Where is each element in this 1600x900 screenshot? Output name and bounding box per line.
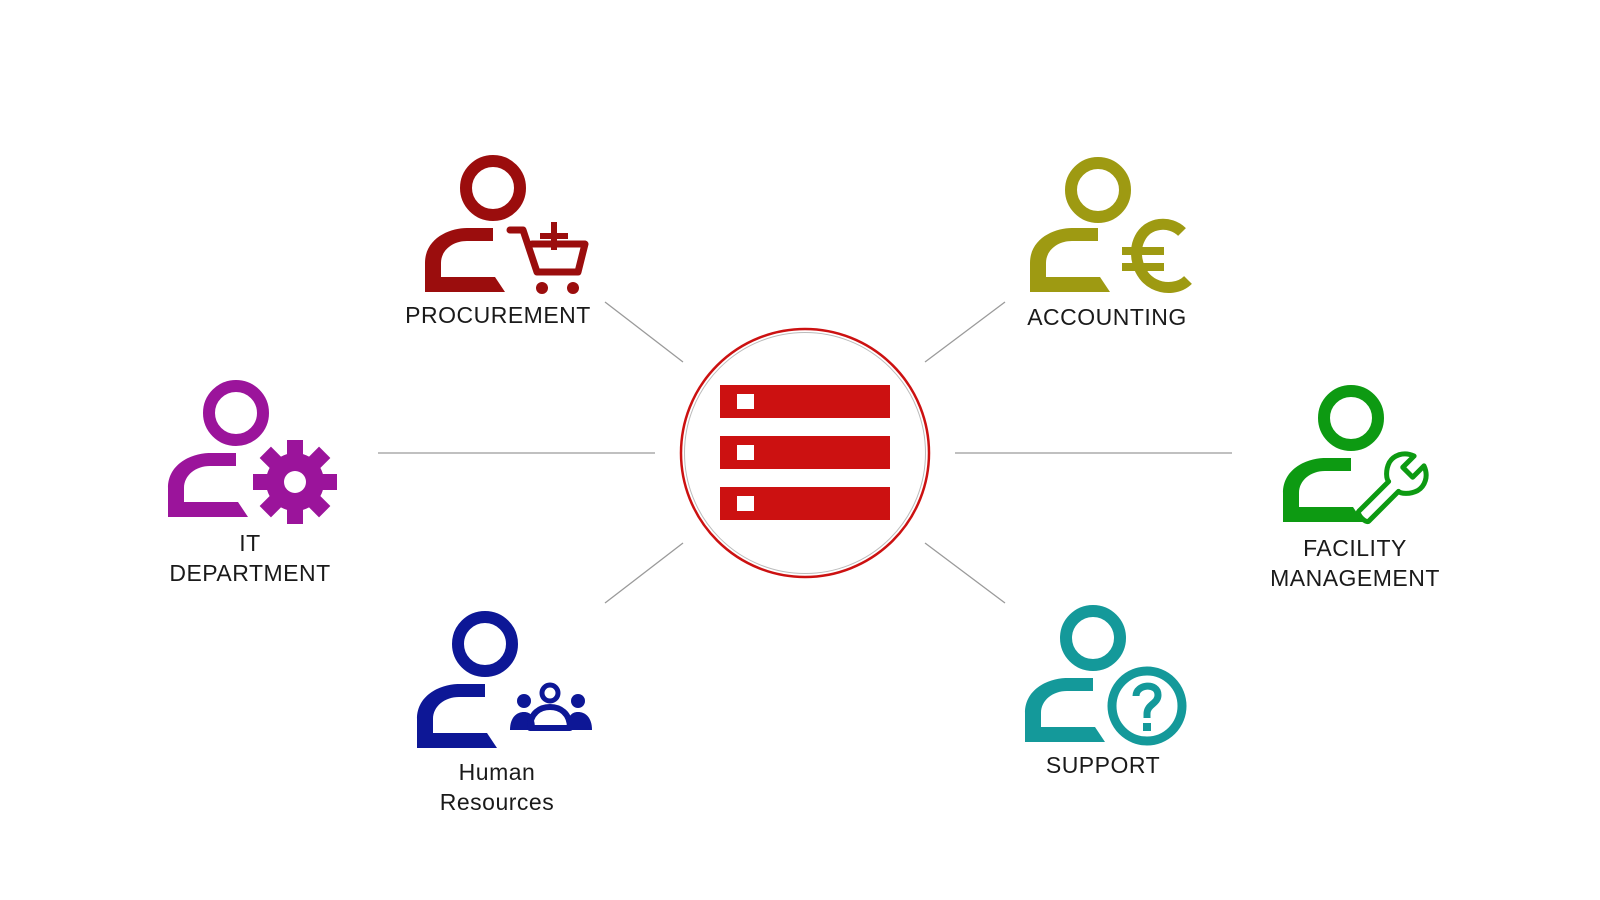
label-support: SUPPORT xyxy=(973,750,1233,780)
user-euro-icon xyxy=(1030,157,1192,293)
label-procurement: PROCUREMENT xyxy=(368,300,628,330)
user-gear-icon xyxy=(168,380,337,524)
label-line: SUPPORT xyxy=(1045,752,1161,778)
user-group-icon xyxy=(417,611,592,748)
connector-hr xyxy=(604,542,684,604)
connector-procurement xyxy=(604,301,684,363)
user-cart-plus-icon xyxy=(425,155,589,294)
label-line: Human xyxy=(458,759,536,785)
label-facility: FACILITY MANAGEMENT xyxy=(1225,533,1485,593)
user-wrench-icon xyxy=(1283,385,1429,524)
label-line: Resources xyxy=(439,789,555,815)
label-it: IT DEPARTMENT xyxy=(120,528,380,588)
label-accounting: ACCOUNTING xyxy=(977,302,1237,332)
label-line: DEPARTMENT xyxy=(169,560,331,586)
label-line: ACCOUNTING xyxy=(1027,304,1187,330)
hub-inner-ring xyxy=(684,332,926,574)
label-line: MANAGEMENT xyxy=(1270,565,1440,591)
label-hr: Human Resources xyxy=(367,757,627,817)
connector-support xyxy=(924,542,1006,604)
label-line: FACILITY xyxy=(1303,535,1407,561)
label-line: PROCUREMENT xyxy=(405,302,591,328)
label-line: IT xyxy=(239,530,261,556)
user-question-icon xyxy=(1025,605,1187,746)
server-stack-icon xyxy=(720,385,890,520)
connector-accounting xyxy=(924,301,1006,363)
